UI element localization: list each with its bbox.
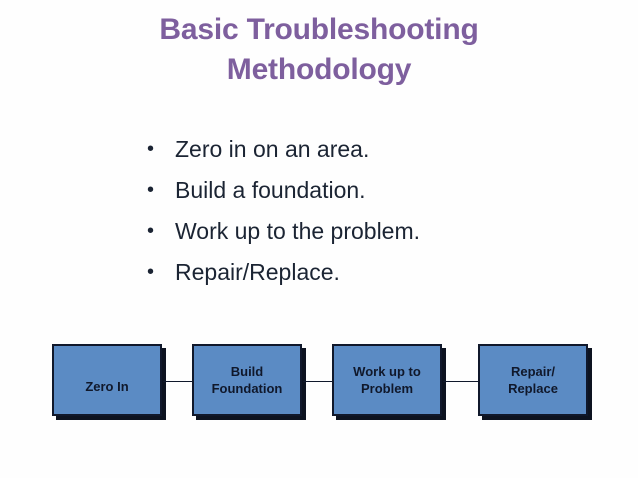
- process-flow-diagram: Zero In Build Foundation Work up to Prob…: [0, 344, 638, 434]
- flow-connector-1: [163, 381, 193, 382]
- flow-box-zero-in: Zero In: [52, 344, 162, 416]
- list-item: • Zero in on an area.: [140, 133, 610, 174]
- flow-box-label: Work up to Problem: [353, 364, 421, 396]
- flow-box-repair-replace: Repair/ Replace: [478, 344, 588, 416]
- flow-connector-2: [303, 381, 333, 382]
- bullet-point-icon: •: [147, 220, 155, 242]
- list-item: • Work up to the problem.: [140, 215, 610, 256]
- list-item-label: Work up to the problem.: [175, 218, 421, 244]
- list-item: • Repair/Replace.: [140, 256, 610, 297]
- bullet-point-icon: •: [147, 179, 155, 201]
- flow-box-build-foundation: Build Foundation: [192, 344, 302, 416]
- bullet-point-icon: •: [147, 261, 155, 283]
- bullet-list: • Zero in on an area. • Build a foundati…: [140, 133, 610, 297]
- list-item: • Build a foundation.: [140, 174, 610, 215]
- flow-connector-3: [443, 381, 479, 382]
- list-item-label: Repair/Replace.: [175, 259, 340, 285]
- flow-box-label: Zero In: [85, 378, 129, 394]
- flow-box-work-up-to-problem: Work up to Problem: [332, 344, 442, 416]
- list-item-label: Build a foundation.: [175, 177, 366, 203]
- page-title: Basic Troubleshooting Methodology: [0, 10, 638, 89]
- page-title-line-1: Basic Troubleshooting: [159, 13, 479, 46]
- bullet-point-icon: •: [147, 138, 155, 160]
- list-item-label: Zero in on an area.: [175, 136, 370, 162]
- flow-box-label: Build Foundation: [211, 364, 283, 396]
- flow-box-label: Repair/ Replace: [508, 364, 558, 396]
- page-title-line-2: Methodology: [226, 52, 412, 86]
